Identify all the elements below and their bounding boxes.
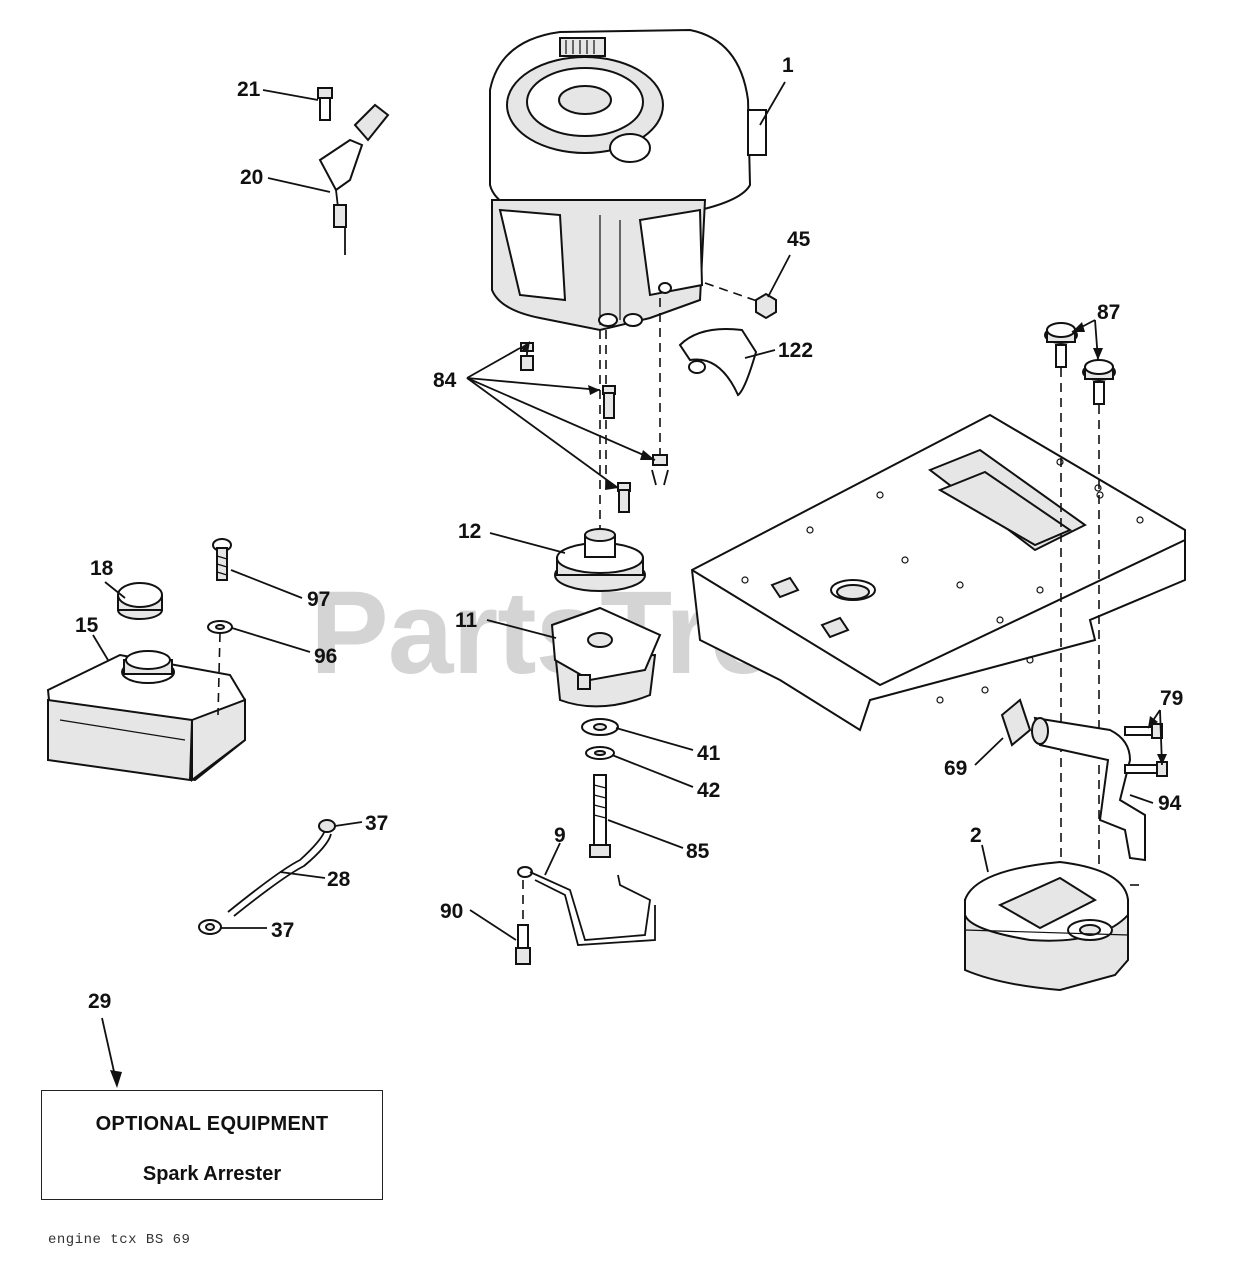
- callout-15: 15: [75, 614, 99, 637]
- washer-42: [585, 746, 615, 760]
- callout-20: 20: [240, 166, 263, 189]
- callout-87: 87: [1097, 301, 1120, 324]
- callout-9: 9: [554, 824, 566, 847]
- callout-94: 94: [1158, 792, 1182, 815]
- shield-part: [678, 328, 758, 397]
- gasket-part: [1000, 698, 1032, 747]
- callout-42: 42: [697, 779, 720, 802]
- fuel-tank-part: [46, 650, 246, 783]
- callout-18: 18: [90, 557, 114, 580]
- hose-clamp-lower: [198, 919, 222, 935]
- gas-cap-part: [117, 582, 163, 620]
- callout-122: 122: [778, 339, 813, 362]
- muffler-bolts: [1124, 723, 1168, 777]
- bracket-part: [517, 866, 656, 946]
- throttle-control-part: [317, 87, 390, 255]
- callout-21: 21: [237, 78, 261, 101]
- hose-clamp-upper: [318, 819, 336, 833]
- diagram-footer-code: engine tcx BS 69: [48, 1232, 191, 1248]
- bolt-84b: [602, 385, 616, 419]
- fuel-line-part: [227, 829, 332, 917]
- washer-41: [581, 718, 619, 736]
- bolt-87a: [1044, 322, 1078, 368]
- callout-1: 1: [782, 54, 794, 77]
- callout-41: 41: [697, 742, 721, 765]
- callout-90: 90: [440, 900, 463, 923]
- exhaust-pipe-part: [1031, 716, 1146, 862]
- chassis-frame-part: [690, 413, 1186, 732]
- callout-29: 29: [88, 990, 111, 1013]
- screw-97: [212, 538, 232, 581]
- callout-12: 12: [458, 520, 481, 543]
- bolt-87b: [1082, 359, 1116, 405]
- pulley-part: [554, 528, 646, 592]
- callout-45: 45: [787, 228, 811, 251]
- callout-37-upper: 37: [365, 812, 388, 835]
- callout-96: 96: [314, 645, 337, 668]
- callout-84: 84: [433, 369, 457, 392]
- optional-equipment-title: OPTIONAL EQUIPMENT: [95, 1113, 329, 1135]
- bolt-90: [515, 880, 531, 965]
- engine-part: [489, 28, 767, 332]
- optional-equipment-item: Spark Arrester: [142, 1163, 282, 1185]
- callout-11: 11: [455, 609, 478, 632]
- callout-28: 28: [327, 868, 351, 891]
- washer-96: [207, 620, 233, 634]
- callout-37-lower: 37: [271, 919, 294, 942]
- muffler-part: [964, 860, 1129, 992]
- callout-2: 2: [970, 824, 982, 847]
- callout-85: 85: [686, 840, 710, 863]
- callout-97: 97: [307, 588, 330, 611]
- bolt-85: [589, 774, 611, 858]
- callout-79: 79: [1160, 687, 1183, 710]
- callout-69: 69: [944, 757, 967, 780]
- nut-part: [755, 292, 777, 320]
- optional-equipment-box: OPTIONAL EQUIPMENT Spark Arrester: [41, 1090, 383, 1200]
- clutch-part: [550, 606, 662, 708]
- bolt-84d: [617, 482, 631, 513]
